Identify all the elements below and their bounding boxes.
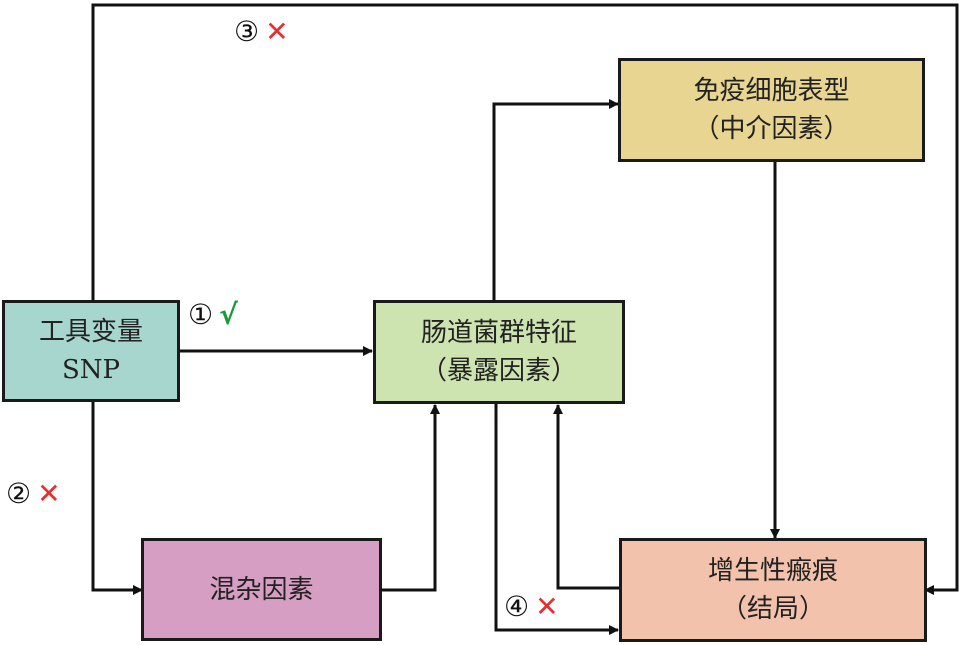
path3-number: ③: [234, 15, 260, 48]
path2-number: ②: [6, 477, 32, 510]
cross-icon: ✕: [37, 477, 61, 510]
node-confounder-line1: 混杂因素: [209, 574, 314, 605]
check-icon: √: [219, 298, 238, 331]
edge-exposure-outcome: [494, 401, 619, 635]
cross-icon: ✕: [265, 15, 289, 48]
node-exposure-line1: 肠道菌群特征: [420, 318, 577, 348]
edge-exposure-mediator: [492, 99, 619, 300]
node-instrument-line1: 工具变量: [38, 317, 143, 347]
edge-outcome-exposure: [553, 404, 620, 590]
edge-instrument-confounder: [91, 401, 143, 595]
node-mediator: 免疫细胞表型 （中介因素）: [618, 58, 925, 162]
label-path4: ④ ✕: [504, 590, 559, 623]
node-mediator-line2: （中介因素）: [693, 114, 850, 144]
node-mediator-line1: 免疫细胞表型: [693, 76, 850, 106]
label-path2: ② ✕: [6, 477, 61, 510]
path4-number: ④: [504, 590, 530, 623]
edge-instrument-outcome: [91, 3, 959, 595]
label-path1: ① √: [188, 298, 238, 331]
label-path3: ③ ✕: [234, 15, 289, 48]
path1-number: ①: [188, 298, 214, 331]
node-exposure: 肠道菌群特征 （暴露因素）: [373, 300, 625, 404]
node-instrument: 工具变量 SNP: [2, 300, 180, 402]
node-confounder: 混杂因素: [141, 538, 382, 641]
node-outcome: 增生性瘢痕 （结局）: [619, 538, 927, 642]
edge-confounder-exposure: [380, 404, 440, 592]
node-outcome-line1: 增生性瘢痕: [707, 556, 838, 586]
node-instrument-line2: SNP: [61, 355, 121, 385]
cross-icon: ✕: [535, 590, 559, 623]
node-exposure-line2: （暴露因素）: [420, 356, 577, 386]
node-outcome-line2: （结局）: [720, 594, 825, 624]
